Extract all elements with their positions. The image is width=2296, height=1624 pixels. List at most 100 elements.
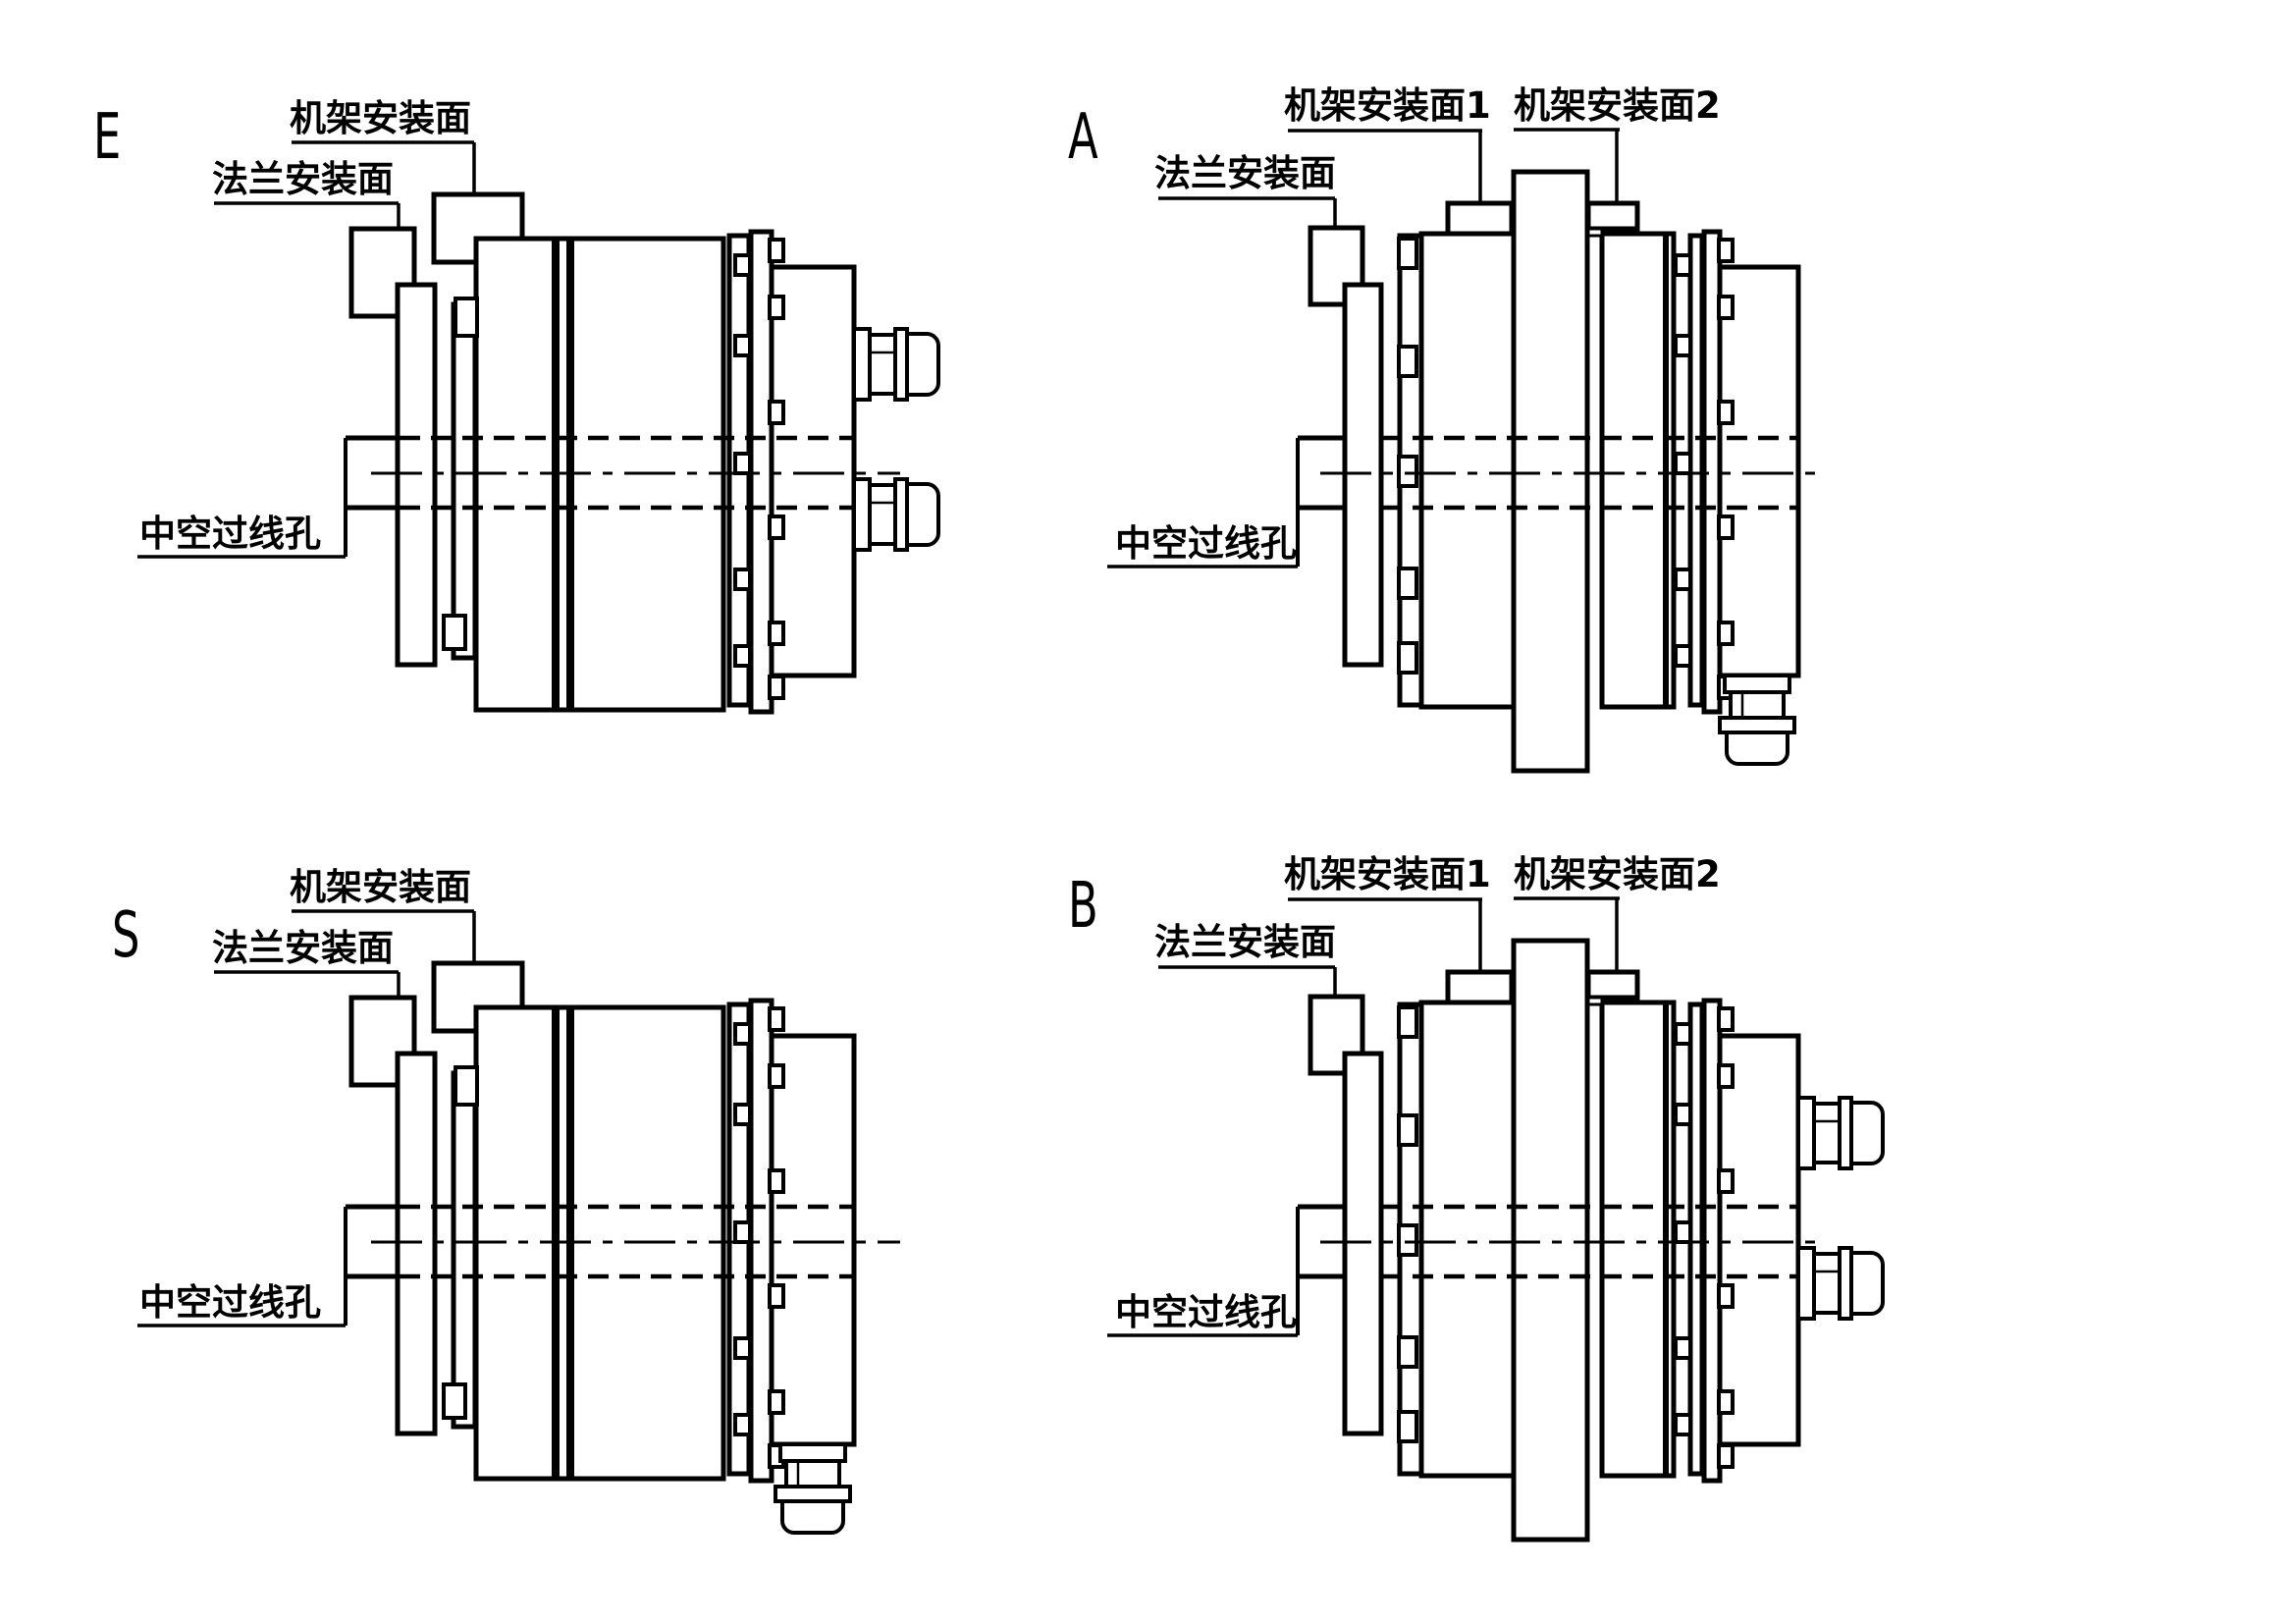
- label-b-frame-mount-2: 机架安装面2: [1514, 853, 1721, 895]
- cable-gland-base: [852, 327, 872, 402]
- separator-line: [1663, 1002, 1669, 1476]
- bolt: [1674, 568, 1692, 591]
- stator-body: [473, 236, 726, 713]
- bolt: [1397, 567, 1418, 600]
- stator-body-right: [1599, 231, 1677, 710]
- bolt: [733, 452, 752, 475]
- stator-body-right: [1599, 1000, 1677, 1479]
- cable-gland-collar: [774, 1485, 852, 1503]
- cable-gland-dome: [1849, 1251, 1885, 1316]
- bolt: [1674, 253, 1692, 277]
- bolt: [1674, 1336, 1692, 1360]
- junction-housing: [769, 264, 857, 678]
- label-s-hollow-hole: 中空过线孔: [139, 1281, 321, 1324]
- label-s-flange-mount: 法兰安装面: [212, 927, 394, 969]
- bolt: [442, 1382, 467, 1420]
- bolt: [1674, 452, 1692, 475]
- bolt: [1397, 455, 1418, 488]
- cable-gland-dome: [1849, 1101, 1885, 1165]
- terminal-plate: [1701, 998, 1723, 1484]
- terminal-plate: [748, 998, 774, 1484]
- cable-gland-collar: [1838, 1246, 1853, 1321]
- bolt: [1717, 514, 1735, 540]
- bolt: [733, 1022, 752, 1046]
- label-a-frame-mount-1: 机架安装面1: [1284, 84, 1491, 127]
- bolt: [733, 1220, 752, 1244]
- bolt: [733, 1336, 752, 1360]
- label-e-frame-mount: 机架安装面: [290, 97, 471, 139]
- cable-gland-base: [1723, 674, 1791, 694]
- bolt: [768, 514, 785, 540]
- junction-housing: [769, 1033, 857, 1447]
- bolt: [733, 1103, 752, 1126]
- stator-body-left: [1418, 1000, 1517, 1479]
- diagram-b-drawing: [1107, 896, 1885, 1543]
- cable-gland-dome: [905, 332, 940, 397]
- bolt: [1674, 334, 1692, 357]
- bolt: [1397, 345, 1418, 378]
- center-shaft: [1511, 169, 1590, 774]
- bolt: [454, 1065, 479, 1107]
- cable-gland-body: [868, 483, 897, 546]
- bolt: [1717, 621, 1735, 646]
- bolt: [1717, 1389, 1735, 1415]
- bolt: [1717, 1443, 1735, 1469]
- bolt: [1717, 400, 1735, 425]
- bolt: [733, 568, 752, 591]
- variant-letter-a: A: [1068, 101, 1098, 174]
- cable-gland-base: [1796, 1246, 1816, 1321]
- cable-gland-collar: [893, 327, 909, 402]
- frame-mount-plate-2: [1585, 200, 1640, 232]
- bolt: [1717, 1006, 1735, 1032]
- bolt: [1674, 1103, 1692, 1126]
- bolt: [733, 253, 752, 277]
- bolt: [1717, 1283, 1735, 1309]
- variant-letter-b: B: [1068, 870, 1098, 943]
- bolt: [1397, 237, 1418, 270]
- junction-housing: [1717, 264, 1801, 678]
- frame-mount-plate-1: [1445, 200, 1515, 237]
- bolt: [1397, 1223, 1418, 1257]
- junction-housing: [1717, 1033, 1801, 1447]
- bolt: [1717, 238, 1735, 263]
- frame-mount-plate-2-step: [1586, 227, 1604, 238]
- bolt: [1397, 1113, 1418, 1147]
- cable-gland-dome: [780, 1499, 845, 1535]
- terminal-plate: [1701, 229, 1723, 715]
- cable-gland-collar: [1838, 1096, 1853, 1170]
- frame-mount-plate-2-step: [1586, 996, 1604, 1006]
- label-s-frame-mount: 机架安装面: [290, 866, 471, 908]
- diagram-a-drawing: [1107, 128, 1823, 774]
- bolt: [733, 1413, 752, 1436]
- spacer-plate: [451, 301, 478, 661]
- diagram-s-drawing: [137, 909, 900, 1535]
- label-a-hollow-hole: 中空过线孔: [1115, 522, 1297, 565]
- bolt: [768, 1063, 785, 1089]
- label-b-hollow-hole: 中空过线孔: [1115, 1291, 1297, 1333]
- diagram-e-drawing: [137, 140, 940, 715]
- frame-mount-plate-2: [1585, 969, 1640, 1001]
- bolt: [768, 1283, 785, 1309]
- bolt: [1397, 1335, 1418, 1369]
- bolt: [1717, 1063, 1735, 1089]
- bolt: [1717, 1168, 1735, 1194]
- frame-mount-plate-1: [1445, 969, 1515, 1005]
- label-b-frame-mount-1: 机架安装面1: [1284, 853, 1491, 895]
- bolt: [768, 621, 785, 646]
- variant-letter-s: S: [112, 899, 140, 972]
- bolt: [1674, 644, 1692, 668]
- cable-gland-base: [778, 1442, 847, 1463]
- bolt: [768, 675, 785, 700]
- cable-gland-collar: [1718, 716, 1796, 734]
- cable-gland-dome: [905, 482, 940, 547]
- cable-gland-body: [1812, 1102, 1842, 1164]
- bolt: [1674, 1022, 1692, 1046]
- bolt: [768, 400, 785, 425]
- bolt: [768, 1389, 785, 1415]
- terminal-plate: [748, 229, 774, 715]
- bolt: [454, 297, 479, 338]
- label-a-frame-mount-2: 机架安装面2: [1514, 84, 1721, 127]
- bolt: [768, 295, 785, 320]
